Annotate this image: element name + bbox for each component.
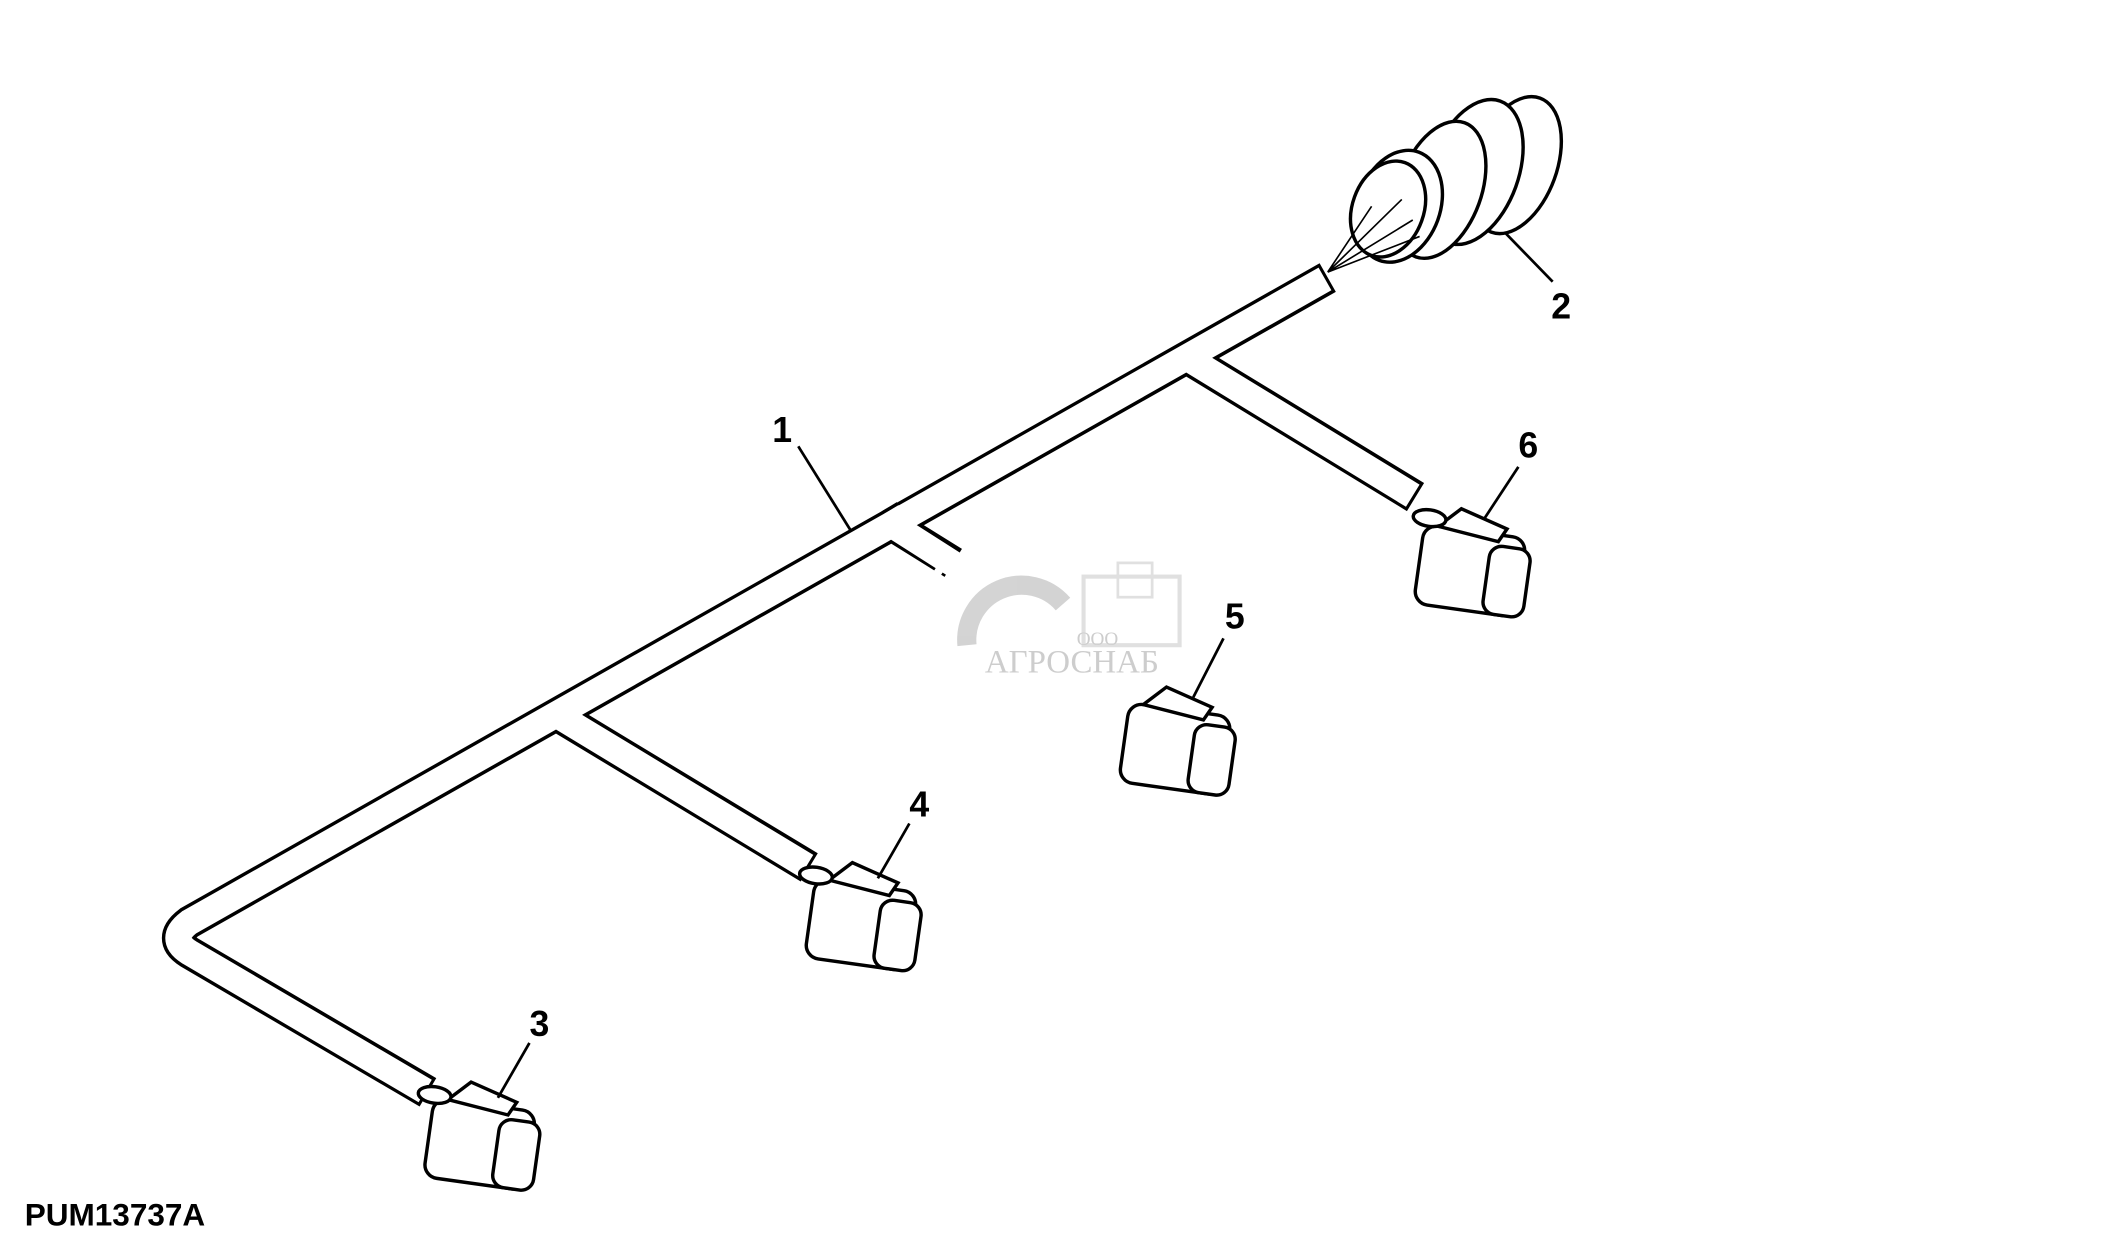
harness-outline [162,263,1425,1107]
callout-4: 4 [909,785,929,825]
callout-5: 5 [1225,597,1245,637]
round-connector-2 [1327,94,1564,273]
watermark-text-name: АГРОСНАБ [985,645,1159,681]
connector-5 [1118,685,1237,797]
callout-1: 1 [772,410,792,450]
figure-code: PUM13737A [25,1196,206,1232]
watermark-text-top: ООО [1077,629,1119,650]
connector-3 [416,1080,542,1192]
harness-fill [165,267,1420,1103]
connector-6 [1411,506,1532,619]
connector-4 [797,860,923,973]
watermark-logo: ООО АГРОСНАБ [957,561,1182,681]
callout-2: 2 [1551,287,1571,327]
leader-lines [496,232,1554,1099]
callout-3: 3 [529,1004,549,1044]
callout-6: 6 [1518,425,1538,465]
